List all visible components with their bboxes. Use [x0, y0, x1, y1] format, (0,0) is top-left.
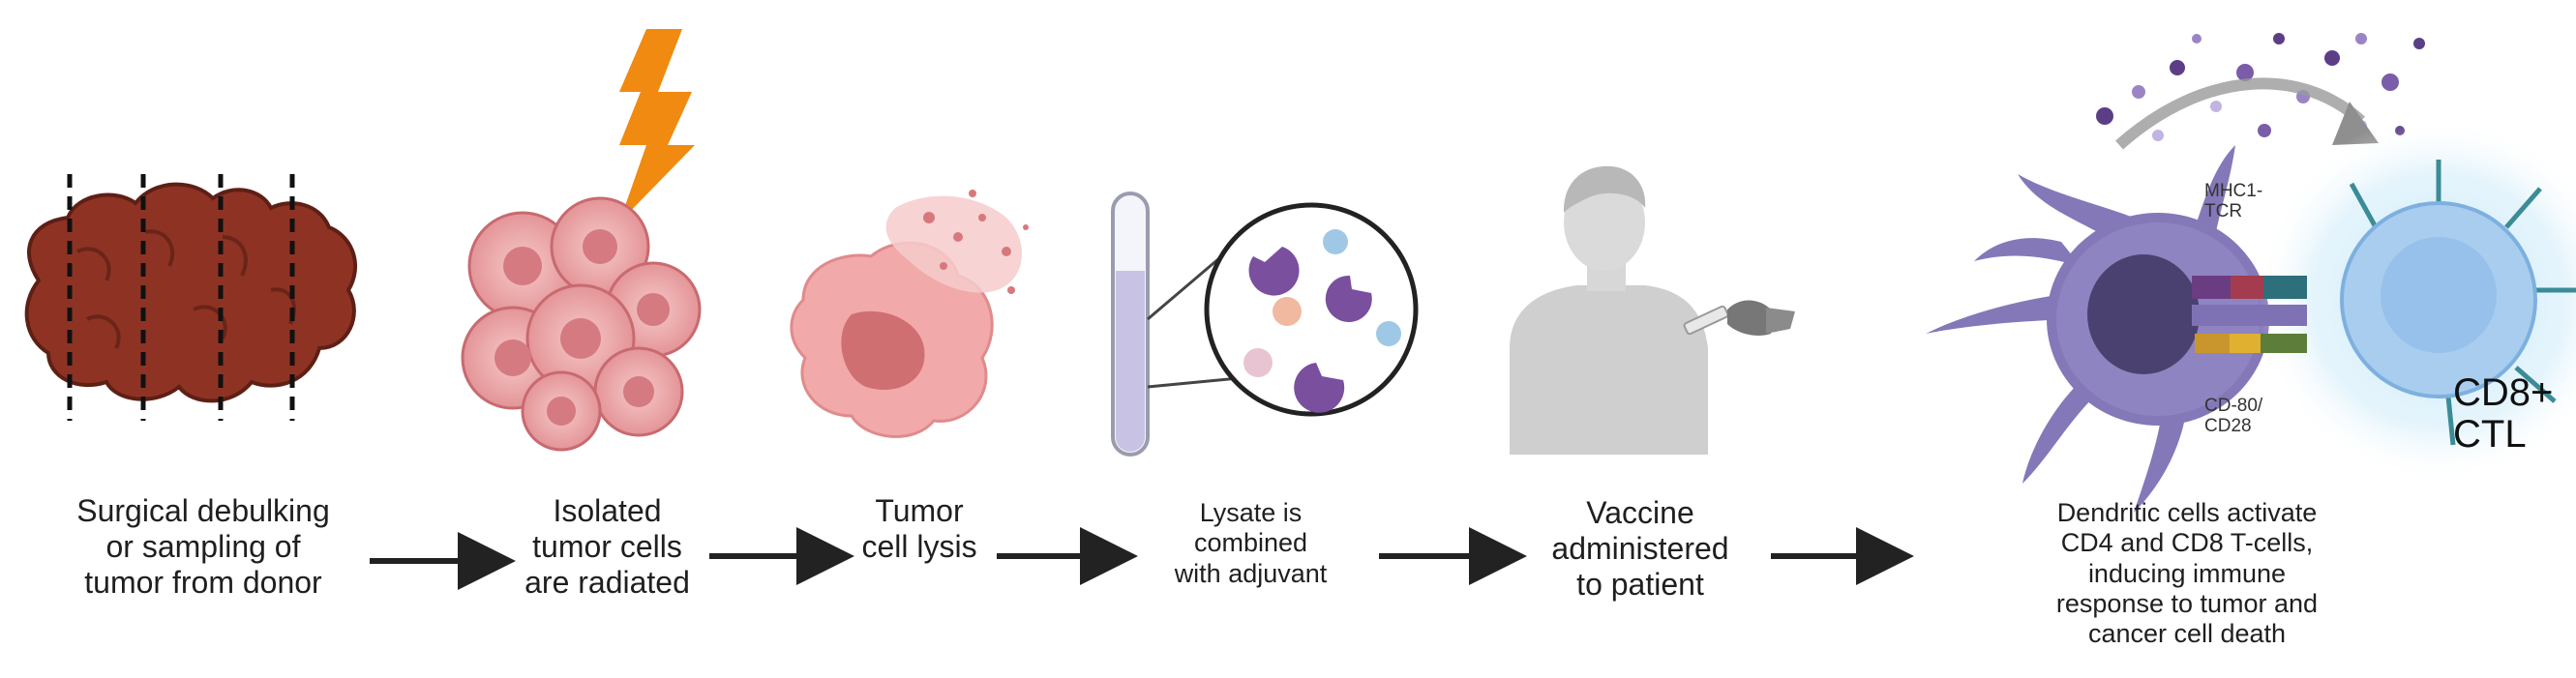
- step-6-line-2: CD4 and CD8 T-cells,: [2060, 528, 2314, 558]
- test-tube-icon: [1111, 192, 1419, 457]
- step-1-line-1: Surgical debulking: [76, 493, 330, 528]
- tumor-cells-icon: [461, 196, 702, 452]
- step-4-line-3: with adjuvant: [1174, 558, 1328, 588]
- tumor-mass-icon: [24, 174, 358, 421]
- step-5-line-2: administered: [1551, 531, 1729, 567]
- step-1-line-2: or sampling of: [105, 529, 301, 565]
- step-label-surgical: Surgical debulking or sampling of tumor …: [44, 493, 363, 601]
- syringe-icon: [1683, 300, 1795, 336]
- step-label-dendritic: Dendritic cells activate CD4 and CD8 T-c…: [2022, 498, 2351, 650]
- step-4-line-2: combined: [1193, 528, 1308, 558]
- mhc-tcr-label: MHC1- TCR: [2204, 181, 2263, 222]
- step-2-line-2: tumor cells: [532, 529, 682, 565]
- step-5-line-1: Vaccine: [1586, 495, 1694, 530]
- cd80-cd28-label: CD-80/ CD28: [2204, 396, 2263, 437]
- step-label-radiated: Isolated tumor cells are radiated: [503, 493, 711, 601]
- receptor-complex: [2192, 276, 2307, 353]
- mhc-line-1: MHC1-: [2204, 181, 2263, 201]
- step-6-line-1: Dendritic cells activate: [2056, 498, 2318, 527]
- step-6-line-4: response to tumor and: [2055, 588, 2319, 618]
- t-cell-icon: [2255, 116, 2576, 484]
- mhc-line-2: TCR: [2204, 200, 2243, 221]
- dendritic-cell-icon: [1926, 145, 2269, 513]
- step-1-line-3: tumor from donor: [84, 565, 322, 601]
- patient-icon: [1510, 165, 1708, 455]
- step-2-line-1: Isolated: [553, 493, 662, 528]
- step-3-line-1: Tumor: [875, 493, 964, 528]
- step-6-line-3: inducing immune: [2087, 558, 2287, 588]
- lysed-cell-icon: [790, 190, 1029, 438]
- transfer-arrow: [2115, 77, 2366, 150]
- lightning-bolt-icon: [619, 29, 695, 222]
- step-3-line-2: cell lysis: [861, 529, 977, 565]
- step-label-lysate: Lysate is combined with adjuvant: [1127, 498, 1374, 589]
- step-label-lysis: Tumor cell lysis: [842, 493, 997, 565]
- ctl-line-2: CTL: [2453, 413, 2527, 457]
- flow-arrows: [370, 527, 1914, 590]
- cd8-ctl-label: CD8+ CTL: [2453, 371, 2554, 457]
- step-5-line-3: to patient: [1576, 567, 1704, 603]
- step-label-vaccine: Vaccine administered to patient: [1510, 495, 1771, 603]
- step-6-line-5: cancer cell death: [2087, 619, 2287, 649]
- step-2-line-3: are radiated: [524, 565, 690, 601]
- ctl-line-1: CD8+: [2453, 371, 2554, 414]
- step-4-line-1: Lysate is: [1199, 498, 1303, 527]
- cd80-line-2: CD28: [2204, 415, 2252, 436]
- cd80-line-1: CD-80/: [2204, 396, 2263, 416]
